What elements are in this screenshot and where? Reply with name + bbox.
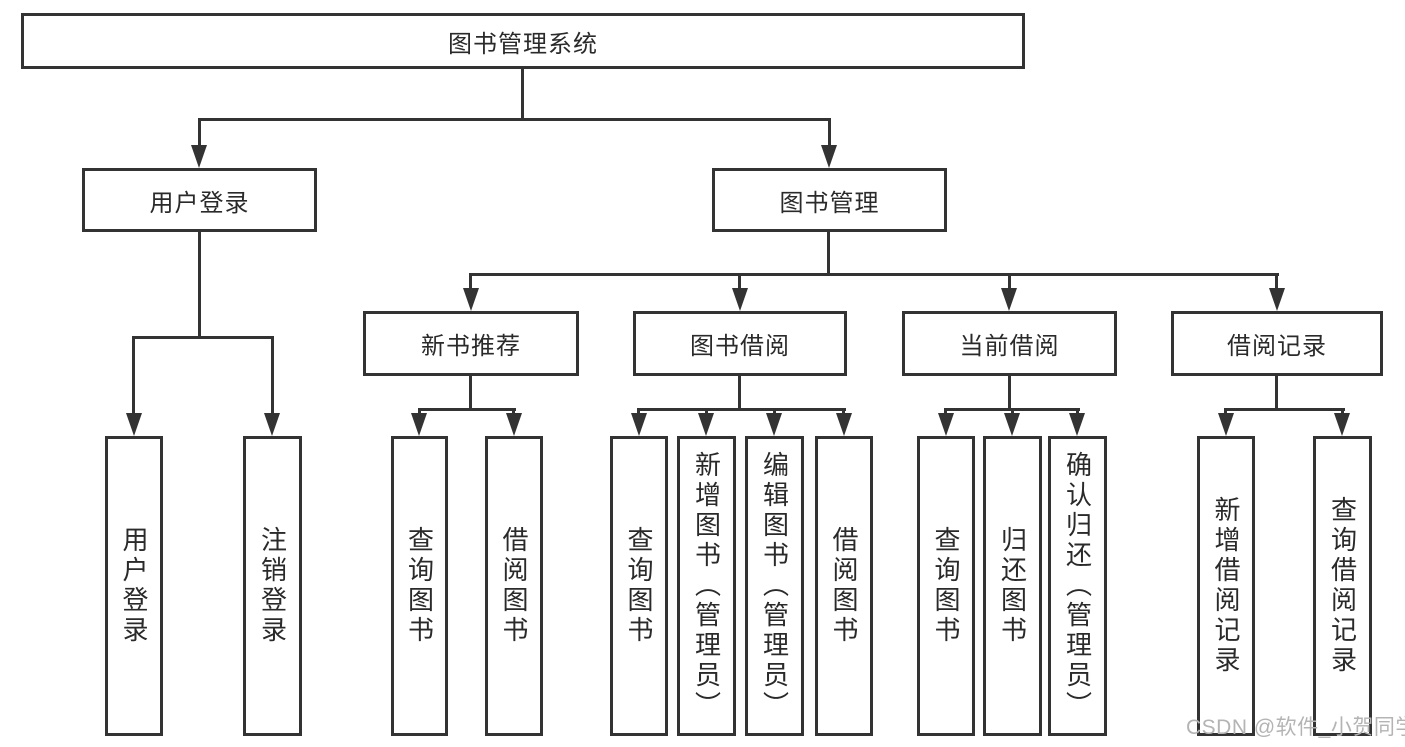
node-borrowing-records: 借阅记录 — [1171, 311, 1383, 376]
arrow-to-leaf-query-books — [631, 413, 647, 436]
connector-group-down — [738, 376, 741, 410]
connector-group-spread — [637, 408, 846, 411]
arrow-to-leaf-query-books — [411, 413, 427, 436]
leaf-label: 编辑图书（管理员） — [759, 451, 790, 721]
connector-user-login-down — [198, 232, 201, 338]
leaf-query-books: 查询图书 — [917, 436, 975, 736]
leaf-label: 查询图书 — [404, 526, 435, 646]
leaf-confirm-return-admin: 确认归还（管理员） — [1048, 436, 1107, 736]
arrow-to-new-book-recommendation — [463, 288, 479, 311]
leaf-label: 新增借阅记录 — [1211, 496, 1241, 676]
arrow-to-user-login — [191, 145, 207, 168]
node-book-borrowing: 图书借阅 — [633, 311, 847, 376]
arrow-to-leaf-add-books — [698, 413, 714, 436]
connector-group-spread — [1224, 408, 1345, 411]
leaf-query-borrow-record: 查询借阅记录 — [1313, 436, 1372, 736]
node-book-management-system: 图书管理系统 — [21, 13, 1025, 69]
connector-level3-horizontal — [469, 273, 1279, 276]
leaf-label: 用户登录 — [119, 526, 149, 646]
arrow-to-borrowing-records — [1269, 288, 1285, 311]
arrow-to-leaf-logout — [264, 413, 280, 436]
leaf-user-login: 用户登录 — [105, 436, 163, 736]
arrow-to-leaf-return-books — [1004, 413, 1020, 436]
connector-book-mgmt-down — [827, 232, 830, 275]
connector-level3-stub — [738, 273, 741, 293]
connector-level3-stub — [1275, 273, 1278, 293]
node-current-borrowing: 当前借阅 — [902, 311, 1117, 376]
node-label: 当前借阅 — [959, 333, 1060, 360]
node-label: 图书管理系统 — [448, 30, 598, 58]
leaf-label: 注销登录 — [257, 526, 288, 646]
arrow-to-leaf-add-borrow-record — [1218, 413, 1234, 436]
arrow-to-leaf-borrow-books — [836, 413, 852, 436]
leaf-add-borrow-record: 新增借阅记录 — [1197, 436, 1255, 736]
csdn-watermark: CSDN @软件_小贺同学 — [1186, 716, 1405, 739]
leaf-label: 借阅图书 — [829, 526, 859, 646]
leaf-label: 查询图书 — [624, 526, 654, 646]
arrow-to-leaf-edit-books — [766, 413, 782, 436]
arrow-to-leaf-query-borrow-record — [1334, 413, 1350, 436]
arrow-to-book-borrowing — [732, 288, 748, 311]
connector-group-spread — [418, 408, 516, 411]
leaf-label: 查询借阅记录 — [1327, 496, 1358, 676]
connector-user-login-stub — [198, 118, 201, 148]
leaf-borrow-books: 借阅图书 — [485, 436, 543, 736]
arrow-to-leaf-confirm-return — [1069, 413, 1085, 436]
connector-level3-stub — [469, 273, 472, 293]
leaf-label: 借阅图书 — [499, 526, 529, 646]
arrow-to-leaf-user-login — [126, 413, 142, 436]
connector-user-login-spread — [132, 336, 274, 339]
connector-book-mgmt-stub — [828, 118, 831, 148]
connector-group-down — [469, 376, 472, 410]
leaf-edit-books-admin: 编辑图书（管理员） — [745, 436, 804, 736]
node-label: 借阅记录 — [1227, 333, 1327, 360]
connector-root-down — [521, 69, 524, 118]
leaf-query-books: 查询图书 — [391, 436, 448, 736]
arrow-to-book-management — [821, 145, 837, 168]
connector-level2-horizontal — [198, 118, 831, 121]
arrow-to-leaf-borrow-books — [506, 413, 522, 436]
node-book-management: 图书管理 — [712, 168, 947, 232]
leaf-logout-login: 注销登录 — [243, 436, 302, 736]
leaf-label: 新增图书（管理员） — [691, 451, 722, 721]
leaf-label: 确认归还（管理员） — [1062, 451, 1093, 721]
connector-leaf-stub — [132, 336, 135, 416]
node-label: 图书管理 — [779, 189, 880, 217]
leaf-query-books: 查询图书 — [610, 436, 668, 736]
leaf-label: 归还图书 — [997, 526, 1028, 646]
node-label: 图书借阅 — [690, 333, 790, 360]
leaf-borrow-books: 借阅图书 — [815, 436, 873, 736]
arrow-to-current-borrowing — [1001, 288, 1017, 311]
arrow-to-leaf-query-books — [938, 413, 954, 436]
node-label: 新书推荐 — [421, 333, 521, 360]
leaf-add-books-admin: 新增图书（管理员） — [677, 436, 736, 736]
leaf-return-books: 归还图书 — [983, 436, 1042, 736]
node-new-book-recommendation: 新书推荐 — [363, 311, 579, 376]
connector-leaf-stub — [271, 336, 274, 416]
connector-group-down — [1275, 376, 1278, 410]
node-label: 用户登录 — [149, 189, 250, 217]
connector-level3-stub — [1008, 273, 1011, 293]
connector-group-down — [1008, 376, 1011, 410]
node-user-login: 用户登录 — [82, 168, 317, 232]
leaf-label: 查询图书 — [931, 526, 961, 646]
